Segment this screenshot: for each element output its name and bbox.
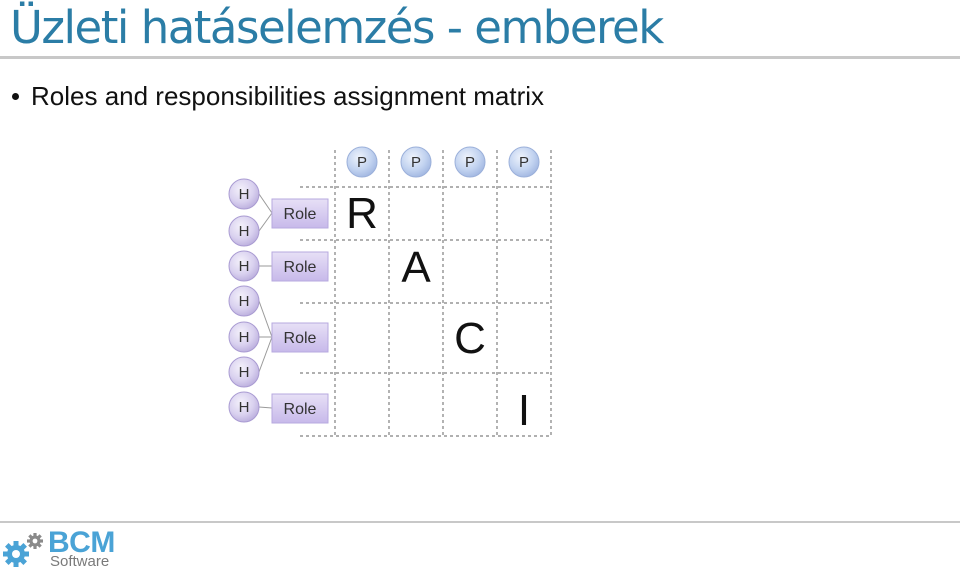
row-person: H <box>228 178 260 210</box>
column-header-label: P <box>465 154 475 171</box>
row-person: H <box>228 321 260 353</box>
logo-name: BCM <box>48 526 115 559</box>
bullet-dot-icon <box>12 92 19 100</box>
person-role-connector <box>258 406 273 409</box>
raci-letter: C <box>454 314 486 363</box>
role-box: Role <box>271 393 329 424</box>
row-person-label: H <box>239 186 250 203</box>
column-header-person: P <box>454 146 486 178</box>
row-person-label: H <box>239 258 250 275</box>
column-header-person: P <box>508 146 540 178</box>
raci-letter: A <box>401 243 431 292</box>
raci-letter: R <box>346 189 378 238</box>
column-header-label: P <box>357 154 367 171</box>
row-person-label: H <box>239 364 250 381</box>
row-person-label: H <box>239 329 250 346</box>
row-person-label: H <box>239 399 250 416</box>
person-role-connector <box>258 336 273 373</box>
gear-icon <box>3 533 43 567</box>
role-box-label: Role <box>284 259 317 276</box>
row-person: H <box>228 215 260 247</box>
person-role-connector <box>258 300 273 338</box>
row-person: H <box>228 250 260 282</box>
raci-letter: I <box>518 386 530 435</box>
column-header-label: P <box>411 154 421 171</box>
row-person-label: H <box>239 293 250 310</box>
bullet-text: Roles and responsibilities assignment ma… <box>31 81 545 111</box>
role-box-label: Role <box>284 401 317 418</box>
row-person: H <box>228 285 260 317</box>
row-person: H <box>228 356 260 388</box>
column-header-label: P <box>519 154 529 171</box>
role-box: Role <box>271 251 329 282</box>
title-divider <box>0 56 960 59</box>
role-box-label: Role <box>284 330 317 347</box>
role-box-label: Role <box>284 206 317 223</box>
role-box: Role <box>271 322 329 353</box>
person-role-connector <box>258 193 273 214</box>
logo-subtitle: Software <box>50 553 110 570</box>
row-people: H H H H H H H <box>228 178 260 423</box>
slide-title: Üzleti hatáselemzés - emberek <box>10 1 664 54</box>
column-header-person: P <box>346 146 378 178</box>
matrix-grid <box>300 150 552 437</box>
person-role-connector <box>258 212 273 232</box>
row-person: H <box>228 391 260 423</box>
row-person-label: H <box>239 223 250 240</box>
column-header-person: P <box>400 146 432 178</box>
role-box: Role <box>271 198 329 229</box>
bullet-item: Roles and responsibilities assignment ma… <box>12 80 544 112</box>
footer-divider <box>0 521 960 523</box>
person-role-connectors <box>258 193 273 409</box>
bcm-software-logo: BCM Software <box>2 526 132 570</box>
